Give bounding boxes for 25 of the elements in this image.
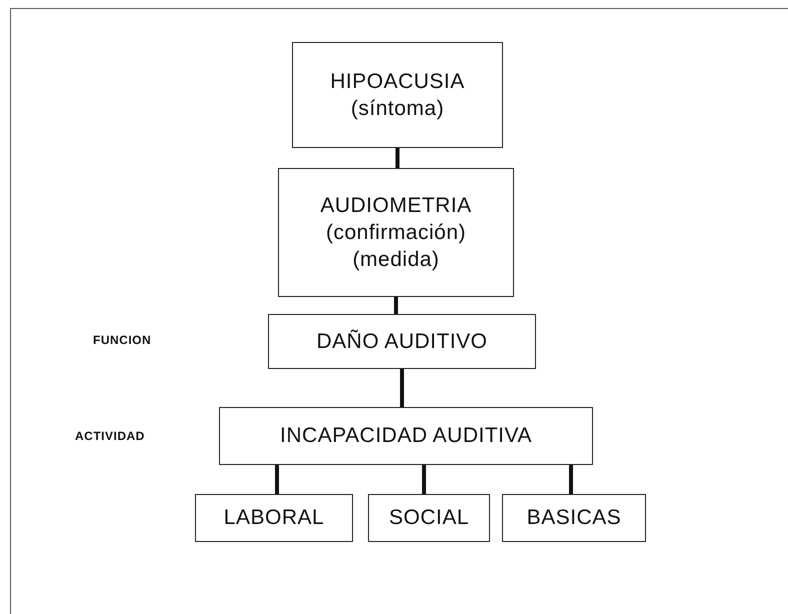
- connector-line: [569, 465, 573, 494]
- level-label: FUNCION: [93, 333, 152, 347]
- category-box: [502, 494, 646, 542]
- process-box: [219, 407, 593, 465]
- connector-line: [400, 369, 404, 407]
- connector-line: [394, 297, 398, 314]
- node-text: INCAPACIDAD AUDITIVA: [280, 423, 532, 450]
- category-box: [368, 494, 490, 542]
- connector-line: [396, 148, 400, 168]
- node-text: HIPOACUSIA: [330, 68, 465, 95]
- node-text: (confirmación): [326, 220, 466, 246]
- node-text: DAÑO AUDITIVO: [316, 328, 488, 355]
- node-text: (síntoma): [350, 96, 444, 122]
- connector-line: [275, 465, 279, 494]
- node-text: (medida): [352, 247, 440, 274]
- category-box: [195, 494, 353, 542]
- connector-line: [422, 465, 426, 494]
- symptom-box: [292, 42, 503, 148]
- node-text: BASICAS: [526, 505, 622, 532]
- process-box: [278, 168, 514, 297]
- level-label: ACTIVIDAD: [75, 429, 145, 443]
- node-text: SOCIAL: [388, 505, 470, 532]
- process-box: [268, 314, 536, 369]
- node-text: AUDIOMETRIA: [320, 192, 472, 219]
- node-text: LABORAL: [224, 505, 324, 532]
